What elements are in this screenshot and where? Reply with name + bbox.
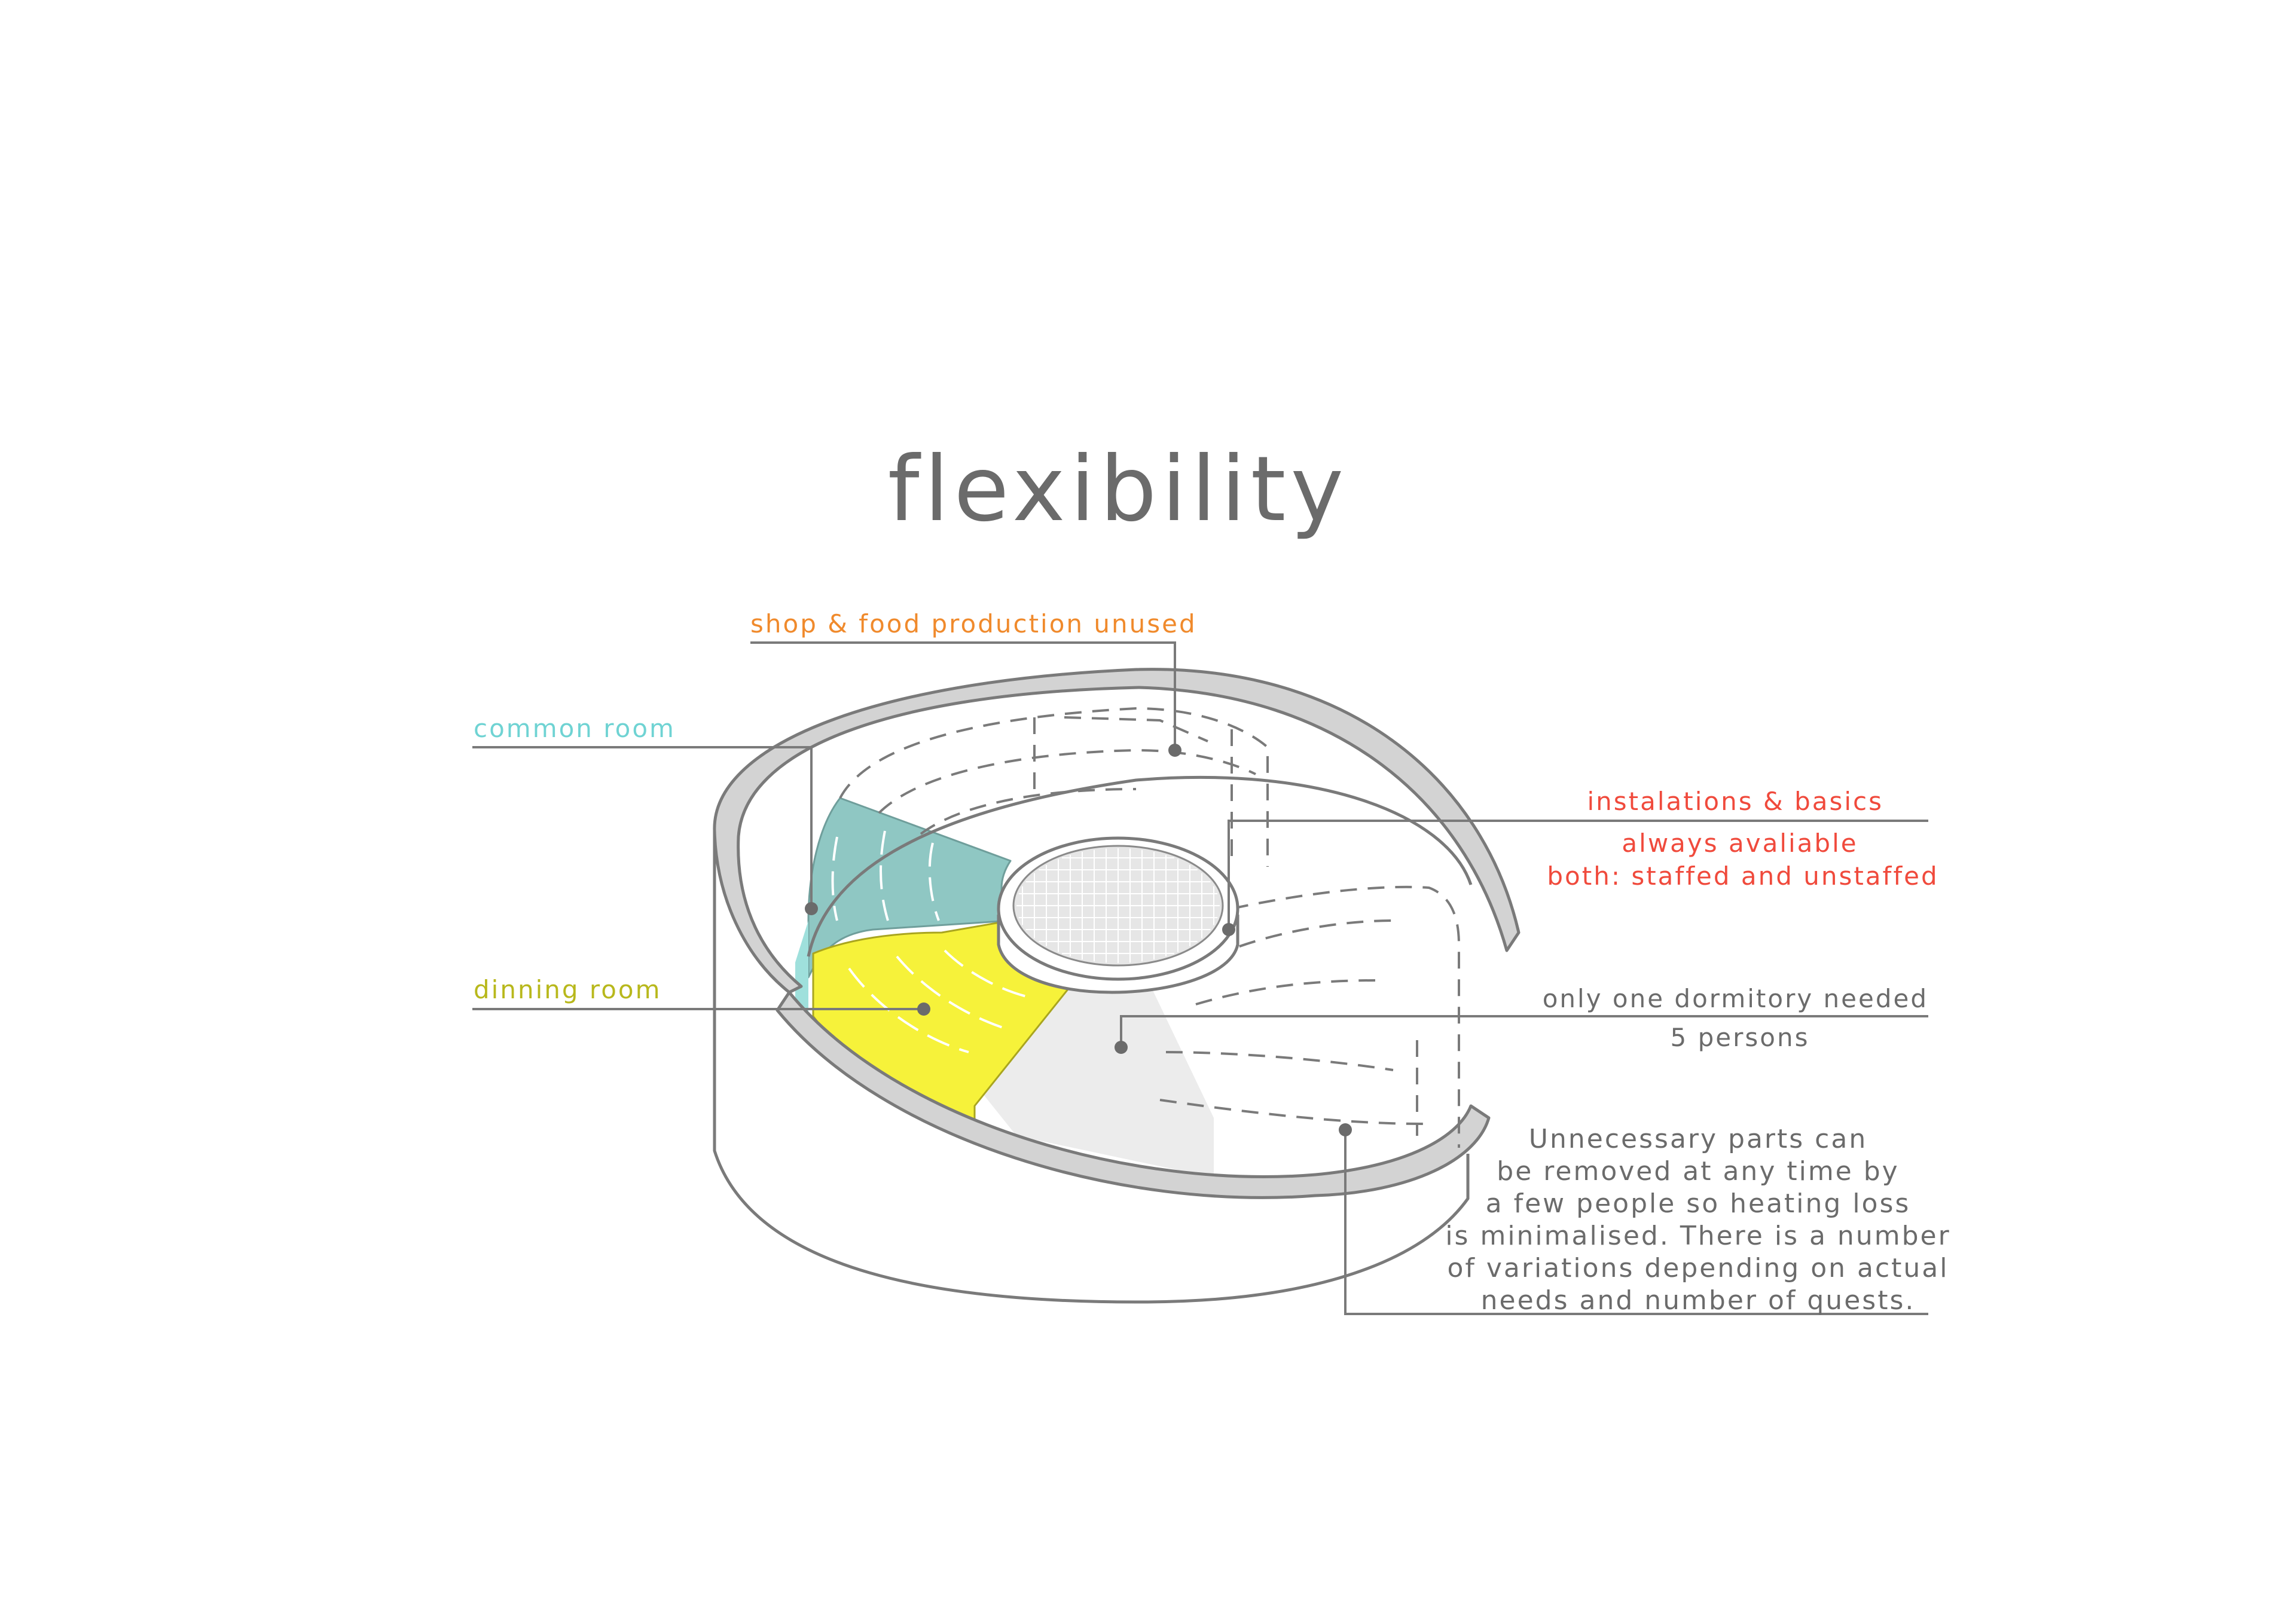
installations-line1: always avaliable — [1622, 829, 1858, 858]
inner-wall-arc — [807, 775, 1473, 957]
note-paragraph: Unnecessary parts can be removed at any … — [1445, 1124, 1950, 1316]
installations-dot — [1222, 923, 1235, 936]
note-dot — [1339, 1123, 1352, 1136]
dormitory-title: only one dormitory needed — [1543, 984, 1928, 1013]
right-dashed-outline — [1159, 885, 1460, 1148]
dinning-dot — [917, 1002, 930, 1016]
shop-dot — [1168, 744, 1181, 757]
shop-label: shop & food production unused — [750, 609, 1197, 638]
common-leader — [472, 746, 813, 909]
installations-leader — [1228, 820, 1928, 930]
shop-dashed-outline — [839, 707, 1269, 867]
building-drawing — [713, 668, 1521, 1304]
note-line: be removed at any time by — [1497, 1156, 1899, 1187]
shop-leader — [750, 641, 1176, 750]
note-line: Unnecessary parts can — [1529, 1124, 1867, 1154]
leader-dots — [805, 744, 1352, 1136]
common-dot — [805, 902, 818, 915]
note-line: is minimalised. There is a number — [1445, 1221, 1950, 1251]
dormitory-subtitle: 5 persons — [1671, 1023, 1810, 1052]
core-grid-lines — [1016, 848, 1220, 963]
installations-line2: both: staffed and unstaffed — [1547, 861, 1938, 891]
room-partition-lines — [831, 830, 1035, 1053]
page-title: flexibility — [888, 438, 1348, 542]
dinning-room-label: dinning room — [474, 975, 662, 1004]
dormitory-zone — [981, 978, 1214, 1178]
note-line: needs and number of quests. — [1481, 1285, 1916, 1316]
outer-wall-top — [713, 668, 1521, 994]
note-line: of variations depending on actual — [1448, 1253, 1949, 1283]
note-line: a few people so heating loss — [1486, 1188, 1911, 1219]
outer-wall-bottom — [775, 991, 1491, 1199]
common-room-label: common room — [474, 714, 676, 743]
note-leader — [1344, 1130, 1928, 1315]
leaders — [472, 641, 1928, 1315]
common-room-side — [795, 921, 808, 1016]
installations-title: instalations & basics — [1587, 787, 1884, 816]
dormitory-leader — [1120, 1015, 1928, 1047]
dormitory-dot — [1115, 1041, 1128, 1054]
